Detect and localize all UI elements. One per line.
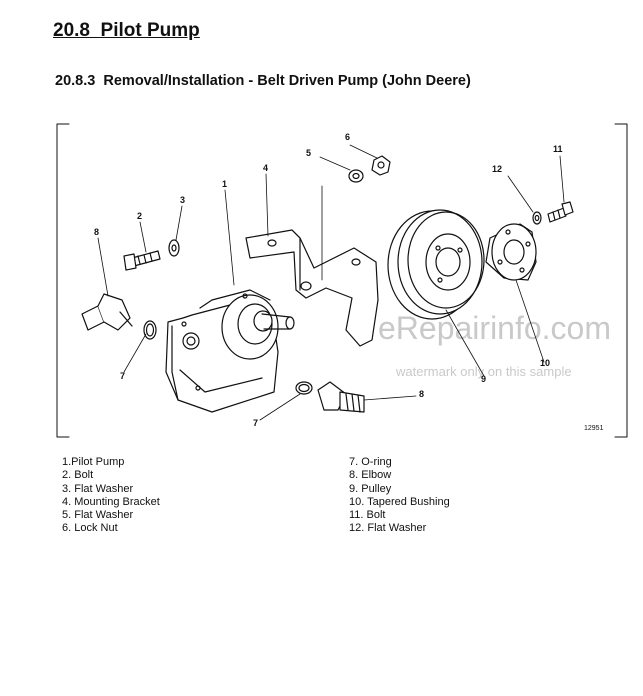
pilot-pump-drawing bbox=[165, 289, 295, 413]
o-ring-bottom-drawing bbox=[295, 381, 313, 395]
legend-item: 8. Elbow bbox=[349, 469, 392, 482]
callout-12: 12 bbox=[492, 164, 502, 174]
section-number: 20.8 bbox=[53, 20, 90, 41]
callout-7-left: 7 bbox=[120, 371, 125, 381]
flat-washer-5-drawing bbox=[348, 169, 364, 183]
legend-item: 5. Flat Washer bbox=[62, 509, 134, 522]
callout-9: 9 bbox=[481, 374, 486, 384]
figure-number: 12951 bbox=[584, 425, 604, 432]
subsection-number: 20.8.3 bbox=[55, 73, 96, 89]
callout-8-left: 8 bbox=[94, 227, 99, 237]
legend-item: 12. Flat Washer bbox=[349, 522, 427, 535]
elbow-left-drawing bbox=[81, 293, 133, 331]
legend-left-column: 1.Pilot Pump 2. Bolt 3. Flat Washer 4. M… bbox=[62, 456, 160, 536]
watermark: eRepairinfo.com watermark only on this s… bbox=[378, 310, 611, 379]
subsection-title: 20.8.3 Removal/Installation - Belt Drive… bbox=[55, 73, 471, 89]
o-ring-left-drawing bbox=[143, 320, 157, 340]
callout-11: 11 bbox=[553, 144, 563, 154]
bolt-11-drawing bbox=[547, 201, 574, 223]
lock-nut-drawing bbox=[371, 155, 391, 176]
figure-frame bbox=[56, 123, 628, 438]
section-title: 20.8 Pilot Pump bbox=[53, 20, 200, 42]
callout-8-bottom: 8 bbox=[419, 389, 424, 399]
callout-3: 3 bbox=[180, 195, 185, 205]
leader-lines bbox=[97, 144, 565, 421]
legend-right-column: 7. O-ring 8. Elbow 9. Pulley 10. Tapered… bbox=[349, 456, 450, 536]
callout-2: 2 bbox=[137, 211, 142, 221]
legend-item: 4. Mounting Bracket bbox=[62, 495, 160, 508]
watermark-notice: watermark only on this sample bbox=[395, 364, 572, 379]
bolt-2-drawing bbox=[123, 250, 161, 271]
watermark-logo: eRepairinfo.com bbox=[378, 310, 611, 346]
subsection-name: Removal/Installation - Belt Driven Pump … bbox=[103, 73, 471, 89]
legend-item: 1.Pilot Pump bbox=[62, 456, 125, 468]
mounting-bracket-drawing bbox=[245, 229, 379, 347]
callout-1: 1 bbox=[222, 179, 227, 189]
flat-washer-12-drawing bbox=[532, 211, 542, 225]
callout-labels: 1 2 3 4 5 6 7 7 8 8 9 10 11 12 12951 bbox=[94, 132, 604, 432]
legend-item: 9. Pulley bbox=[349, 482, 392, 495]
callout-7-bottom: 7 bbox=[253, 418, 258, 428]
legend-item: 3. Flat Washer bbox=[62, 482, 134, 495]
tapered-bushing-drawing bbox=[485, 223, 537, 281]
legend-item: 10. Tapered Bushing bbox=[349, 495, 450, 508]
section-name: Pilot Pump bbox=[100, 20, 200, 41]
callout-4: 4 bbox=[263, 163, 268, 173]
exploded-view-figure: eRepairinfo.com watermark only on this s… bbox=[56, 123, 628, 438]
pulley-drawing bbox=[387, 209, 485, 320]
callout-5: 5 bbox=[306, 148, 311, 158]
callout-10: 10 bbox=[540, 358, 550, 368]
legend-item: 7. O-ring bbox=[349, 456, 392, 468]
flat-washer-3-drawing bbox=[168, 239, 180, 257]
elbow-bottom-drawing bbox=[317, 381, 365, 413]
legend-item: 6. Lock Nut bbox=[62, 522, 118, 535]
legend-item: 2. Bolt bbox=[62, 469, 94, 482]
callout-6: 6 bbox=[345, 132, 350, 142]
legend-item: 11. Bolt bbox=[349, 509, 386, 522]
